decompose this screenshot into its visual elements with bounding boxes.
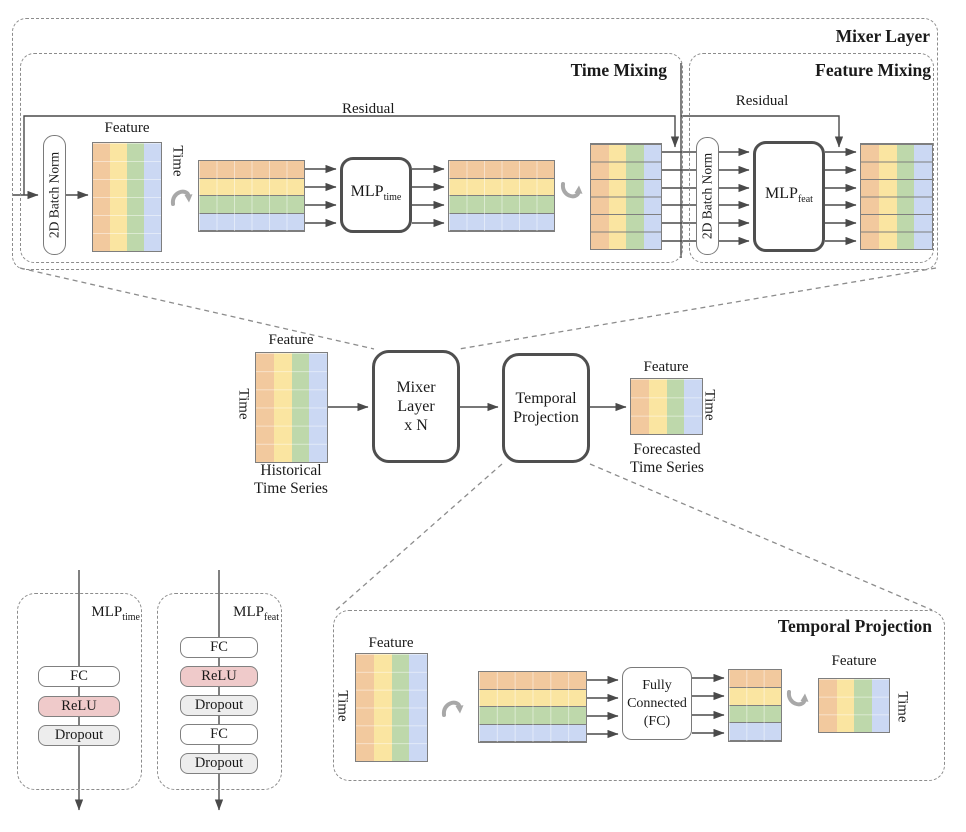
mlp-layer-fc: FC: [180, 637, 258, 658]
historical-series-matrix: [255, 352, 328, 463]
mlp-layer-dropout: Dropout: [180, 753, 258, 774]
pipeline-feature-label: Feature: [268, 331, 314, 348]
mixer-layer-frame: [12, 18, 938, 270]
mlp-feat-block: MLPfeat: [753, 141, 825, 252]
mlp-time-label: MLPtime: [350, 183, 402, 204]
tp-rows-matrix: [478, 671, 587, 743]
tp-output-matrix: [818, 678, 890, 733]
tp-fc-block: Fully Connected (FC): [622, 667, 692, 740]
mlp-layer-dropout: Dropout: [180, 695, 258, 716]
feature-mixing-output-matrix: [860, 143, 933, 250]
mlp-layer-fc: FC: [38, 666, 120, 687]
time-mixing-batchnorm-box: 2D Batch Norm: [43, 135, 66, 255]
historical-caption: Historical Time Series: [254, 462, 328, 497]
time-mixing-time-label: Time: [169, 145, 186, 177]
mlp-layer-relu: ReLU: [38, 695, 120, 717]
time-mixing-residual-line: [23, 115, 680, 195]
tp-out-feature-label: Feature: [831, 652, 877, 669]
feature-mixing-batchnorm-box: 2D Batch Norm: [696, 137, 719, 255]
time-mixing-title: Time Mixing: [570, 60, 667, 80]
temporal-projection-title: Temporal Projection: [777, 616, 932, 636]
mixer-layer-xn-block: Mixer Layer x N: [372, 350, 460, 463]
time-mixing-rows-out-matrix: [448, 160, 555, 232]
forecast-time-label: Time: [701, 389, 718, 421]
feature-mixing-residual-label: Residual: [735, 92, 789, 109]
mlp-time-detail-title: MLPtime: [91, 604, 140, 623]
mlp-layer-dropout: Dropout: [38, 725, 120, 746]
time-mixing-input-matrix: [92, 142, 162, 252]
mlp-feat-label: MLPfeat: [765, 184, 813, 206]
zoom-connector-lines: [19, 267, 937, 611]
mixer-layer-title: Mixer Layer: [835, 26, 930, 46]
forecast-caption: Forecasted Time Series: [630, 441, 704, 476]
mlp-time-layer-stack: FC ReLU Dropout: [38, 666, 120, 746]
transpose-back-icon: [560, 182, 583, 199]
feature-mixing-batchnorm-label: 2D Batch Norm: [699, 152, 715, 240]
time-mixing-batchnorm-label: 2D Batch Norm: [46, 151, 62, 239]
feature-mixing-frame: [689, 53, 934, 263]
mlp-layer-fc: FC: [180, 724, 258, 745]
time-mixing-output-grid-matrix: [590, 143, 662, 250]
tp-feature-label: Feature: [368, 634, 414, 651]
temporal-projection-block: Temporal Projection: [502, 353, 590, 463]
tp-transpose-icon: [441, 700, 464, 717]
mlp-time-detail-frame: [17, 593, 142, 790]
time-mixing-rows-matrix: [198, 160, 305, 232]
mlp-feat-detail-title: MLPfeat: [233, 604, 279, 623]
mlp-layer-relu: ReLU: [180, 666, 258, 687]
feature-mixing-residual-line: [681, 115, 844, 148]
feature-mixing-title: Feature Mixing: [815, 60, 931, 80]
tp-input-matrix: [355, 653, 428, 762]
mlp-feat-detail-frame: [157, 593, 282, 790]
tp-time-label: Time: [334, 690, 351, 722]
forecasted-series-matrix: [630, 378, 703, 435]
mlp-time-block: MLPtime: [340, 157, 412, 233]
time-mixing-feature-label: Feature: [104, 119, 150, 136]
transpose-icon: [170, 189, 193, 206]
time-mixing-residual-label: Residual: [342, 101, 395, 117]
tp-rows-out-matrix: [728, 669, 782, 742]
tp-out-time-label: Time: [894, 691, 911, 723]
pipeline-time-label: Time: [235, 388, 252, 420]
forecast-feature-label: Feature: [643, 358, 689, 375]
time-mixing-frame: [20, 53, 683, 263]
tp-transpose-back-icon: [786, 690, 809, 707]
temporal-projection-frame: [333, 610, 945, 781]
